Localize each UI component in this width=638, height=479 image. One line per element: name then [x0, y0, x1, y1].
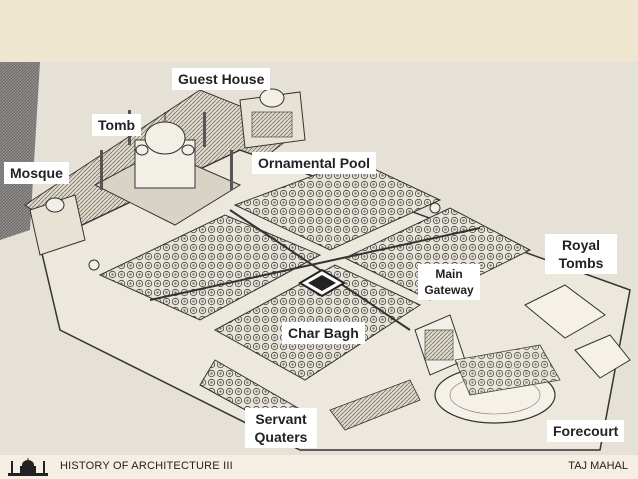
- slide-topic: TAJ MAHAL: [568, 460, 628, 472]
- forecourt-label: Forecourt: [547, 420, 625, 442]
- main-gateway-label: Main Gateway: [418, 264, 480, 300]
- footer: HISTORY OF ARCHITECTURE III TAJ MAHAL: [0, 455, 638, 479]
- guest-house-label: Guest House: [172, 68, 271, 90]
- course-title: HISTORY OF ARCHITECTURE III: [60, 460, 233, 472]
- tomb-label: Tomb: [92, 114, 142, 136]
- mosque-label: Mosque: [4, 162, 69, 184]
- top-band: [0, 0, 638, 62]
- royal-tombs-label: Royal Tombs: [545, 234, 617, 274]
- taj-mahal-logo-icon: [8, 458, 48, 476]
- servant-quaters-label: Servant Quaters: [245, 408, 317, 448]
- ornamental-pool-label: Ornamental Pool: [252, 152, 377, 174]
- char-bagh-label: Char Bagh: [282, 322, 365, 344]
